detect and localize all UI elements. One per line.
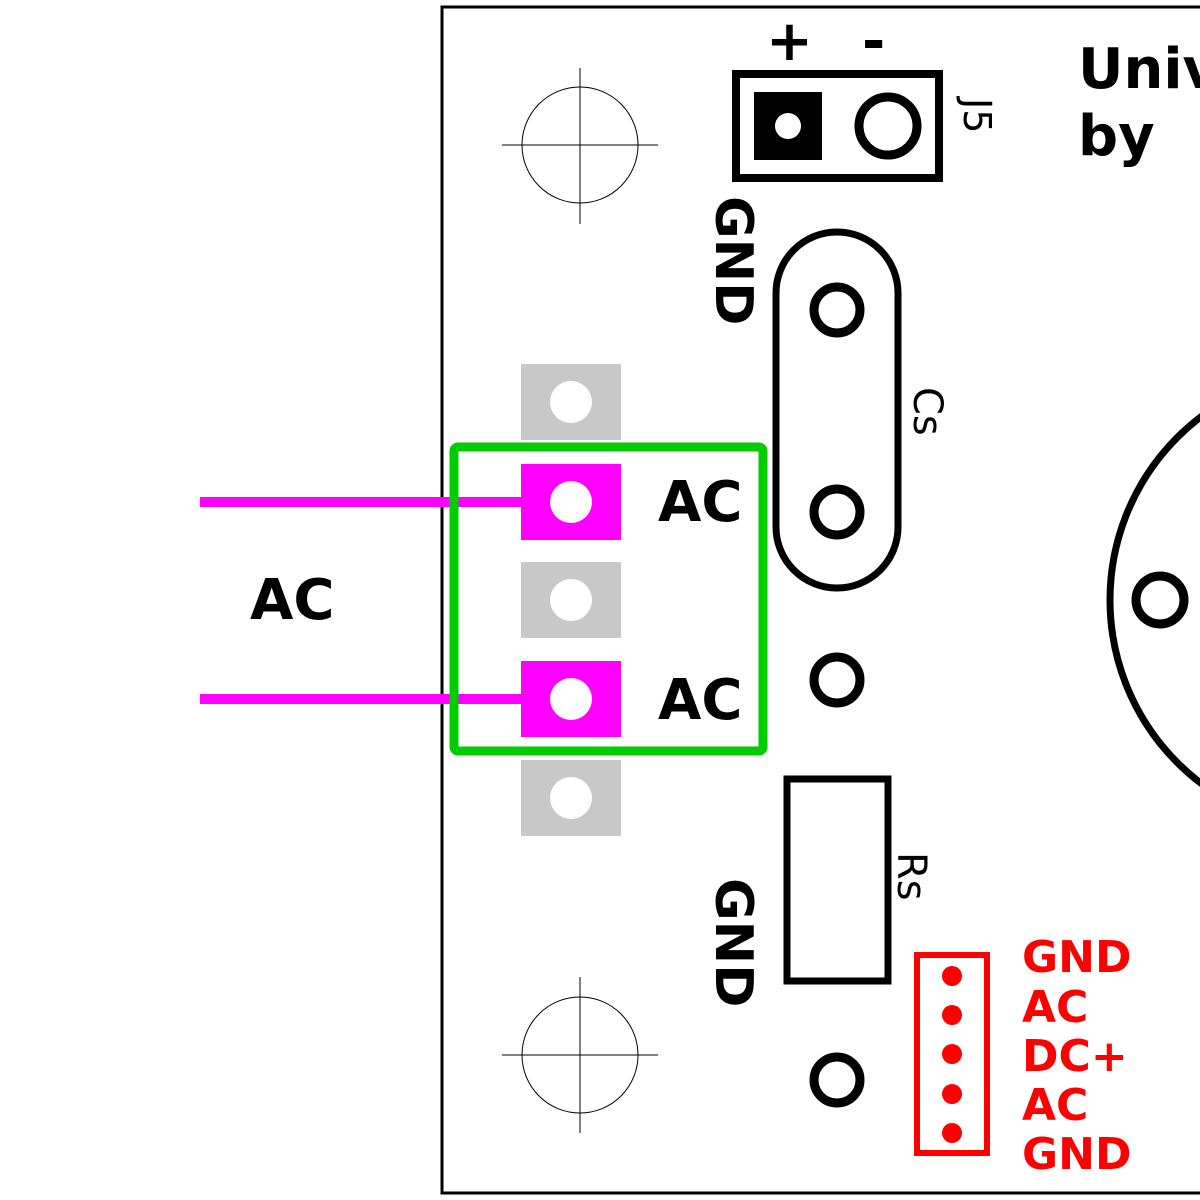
red-connector-pin-5: [942, 1123, 962, 1143]
j5-minus-label: -: [862, 9, 885, 74]
red-connector-pin-3: [942, 1044, 962, 1064]
j5-connector: + - J5: [732, 9, 999, 182]
ac-pad-1: [521, 464, 621, 540]
board-title-line2: by: [1078, 104, 1155, 169]
cs-designator: Cs: [904, 387, 950, 436]
ac-label-outside: AC: [250, 568, 334, 633]
ac-highlight-box: [449, 442, 768, 756]
red-connector-pin-2: [942, 1005, 962, 1025]
unused-pad-2: [521, 562, 621, 638]
mounting-hole-top: [502, 68, 658, 224]
red-connector-pin-1: [942, 966, 962, 986]
connector-label-ac-2: AC: [1022, 1080, 1088, 1131]
capacitor-cs: Cs: [772, 228, 950, 592]
red-connector-pin-4: [942, 1084, 962, 1104]
connector-label-gnd-bottom: GND: [1022, 1129, 1131, 1180]
board-outline: [440, 5, 1200, 1195]
via-pad-middle: [809, 652, 865, 708]
rs-designator: Rs: [888, 852, 934, 901]
j5-designator: J5: [955, 96, 999, 133]
unused-pad-1: [521, 364, 621, 440]
j5-plus-label: +: [766, 9, 813, 74]
large-round-component: [1106, 413, 1200, 787]
gnd-label-bottom: GND: [703, 878, 763, 1007]
ac-pad-2: [521, 661, 621, 737]
unused-pad-3: [521, 760, 621, 836]
red-connector: GND AC DC+ AC GND: [914, 932, 1131, 1180]
ac-label-pin1: AC: [658, 470, 742, 535]
ac-label-pin2: AC: [658, 668, 742, 733]
mounting-hole-bottom: [502, 977, 658, 1133]
connector-label-gnd-top: GND: [1022, 932, 1131, 983]
gnd-label-top: GND: [703, 196, 763, 325]
resistor-rs: Rs: [783, 775, 934, 985]
connector-label-ac-1: AC: [1022, 982, 1088, 1033]
j5-pad-round: [854, 92, 922, 160]
board-title-line1: Univ: [1078, 37, 1200, 102]
connector-label-dc-plus: DC+: [1022, 1031, 1128, 1082]
via-pad-bottom: [809, 1052, 865, 1108]
